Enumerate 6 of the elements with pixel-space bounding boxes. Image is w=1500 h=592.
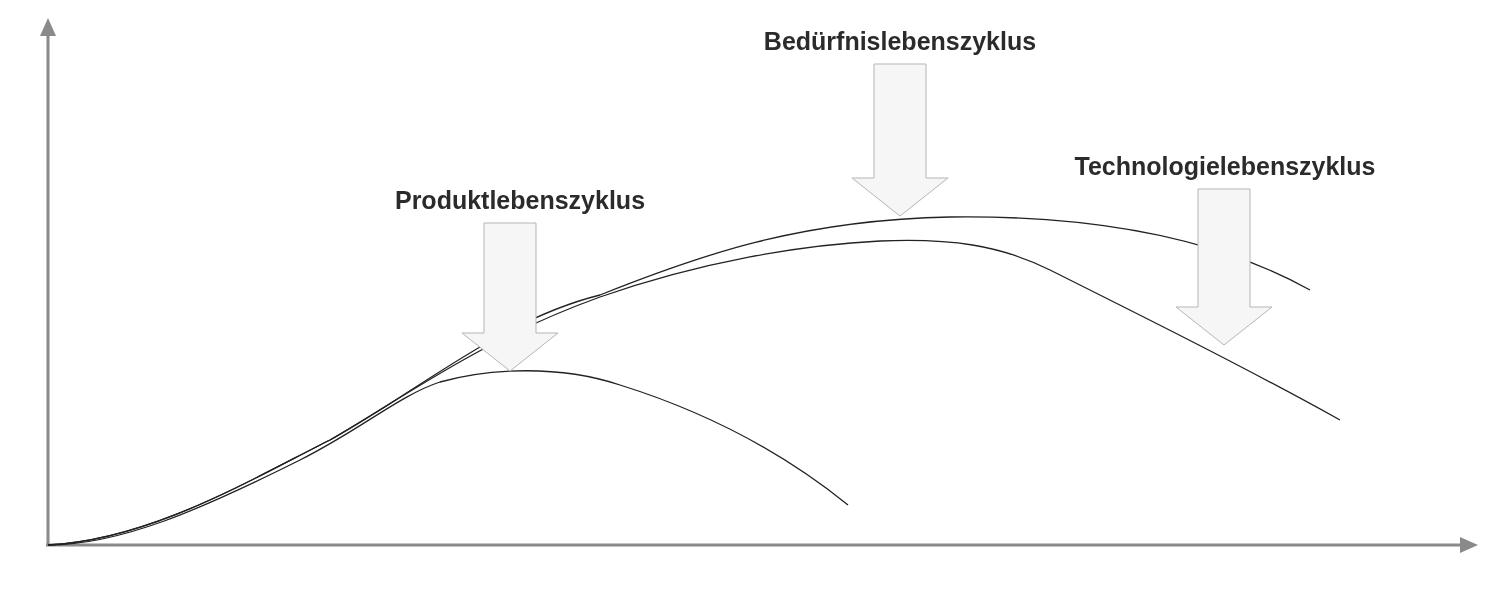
block-arrow xyxy=(461,222,559,372)
block-arrow xyxy=(851,63,949,217)
curve-label: Technologielebenszyklus xyxy=(1074,152,1376,181)
curve-label: Bedürfnislebenszyklus xyxy=(763,27,1037,56)
block-arrow xyxy=(1175,188,1273,346)
curve-label: Produktlebenszyklus xyxy=(394,186,646,215)
